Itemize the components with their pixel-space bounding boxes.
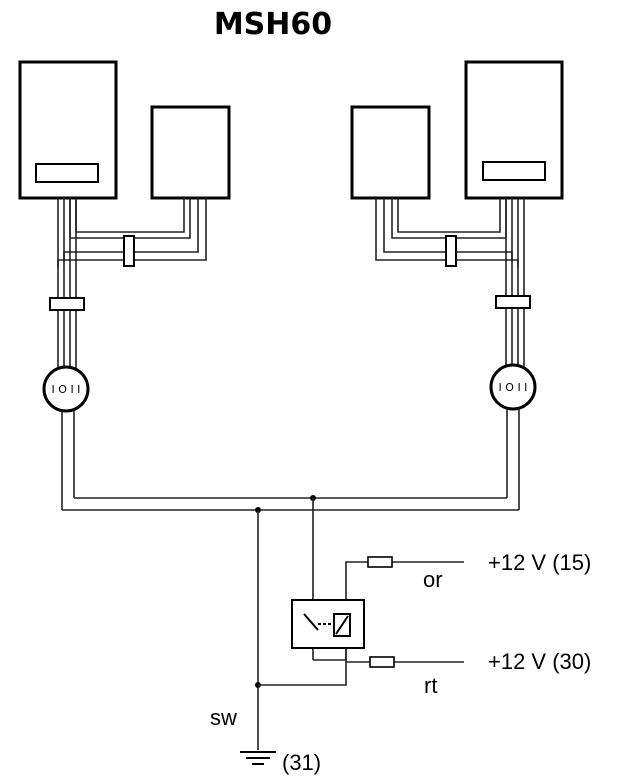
left-large-unit	[18, 60, 118, 200]
ignition-fuse	[367, 556, 393, 568]
left-motor-symbol: I O I I	[52, 383, 81, 396]
right-unit-window	[482, 161, 546, 181]
right-motor-connector	[489, 363, 537, 411]
left-main-clip	[49, 297, 85, 311]
ground-label: (31)	[282, 750, 321, 775]
ground: sw (31)	[210, 705, 321, 775]
ground-color-label: sw	[210, 705, 237, 730]
ignition-color-label: or	[423, 567, 443, 592]
right-motor-symbol: I O I I	[499, 381, 528, 394]
right-unit-group: I O I I	[350, 60, 564, 510]
battery-line: +12 V (30) rt	[346, 649, 591, 698]
right-large-unit	[464, 60, 564, 200]
diagram-title: MSH60	[214, 7, 332, 42]
main-harness	[62, 497, 519, 511]
right-branch-clip	[445, 235, 457, 267]
left-cable-bundle	[49, 198, 207, 375]
ignition-line: +12 V (15) or	[345, 550, 591, 598]
battery-label: +12 V (30)	[488, 649, 591, 674]
relay	[291, 599, 365, 649]
left-branch-clip	[123, 235, 135, 267]
right-cable-bundle	[375, 198, 531, 375]
battery-color-label: rt	[424, 673, 437, 698]
right-main-clip	[495, 295, 531, 309]
ignition-label: +12 V (15)	[488, 550, 591, 575]
left-unit-group: I O I I	[18, 60, 231, 510]
right-small-unit	[350, 105, 431, 200]
relay-coil	[333, 613, 351, 637]
battery-fuse	[369, 656, 395, 668]
left-motor-connector	[42, 365, 90, 413]
left-small-unit	[150, 105, 231, 200]
left-unit-window	[35, 163, 99, 183]
